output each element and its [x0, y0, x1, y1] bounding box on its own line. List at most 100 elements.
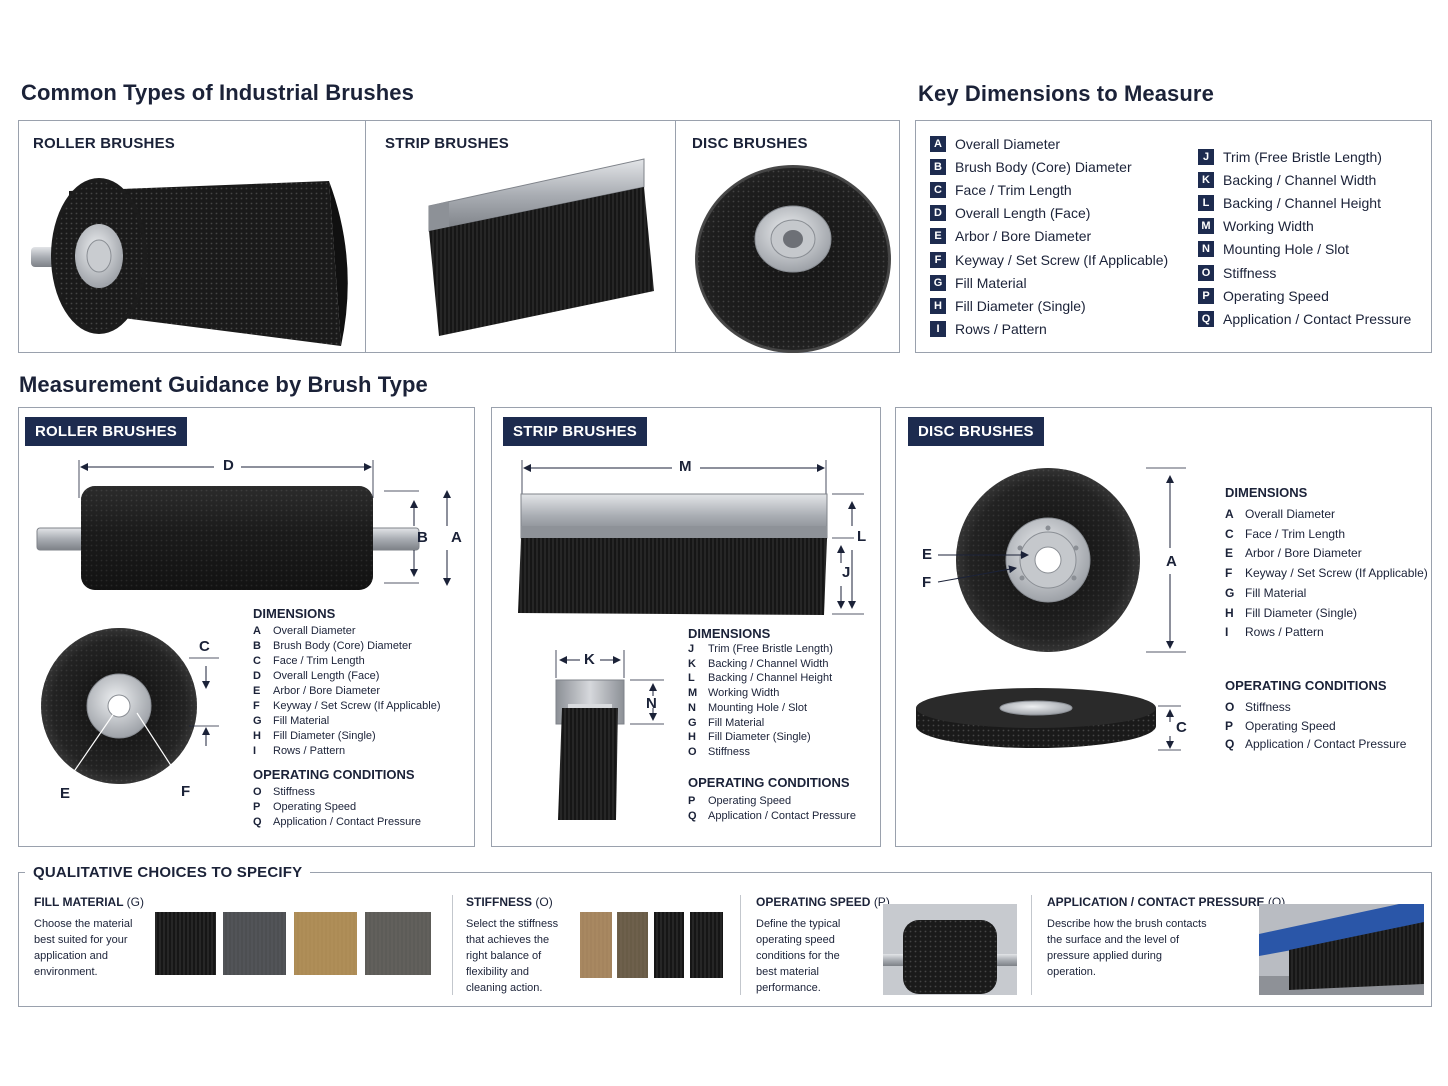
disc-dims-title: DIMENSIONS — [1225, 485, 1308, 500]
letter-badge: C — [930, 182, 946, 199]
key-dimensions-heading: Key Dimensions to Measure — [918, 81, 1214, 106]
key-dimension-label: Backing / Channel Width — [1223, 172, 1377, 189]
dimension-letter: E — [253, 685, 261, 697]
roller-label-d: D — [223, 457, 234, 474]
key-dimension-label: Working Width — [1223, 218, 1314, 235]
dimension-label: Face / Trim Length — [1245, 526, 1346, 541]
dimension-letter: F — [1225, 566, 1233, 581]
dimension-letter: O — [253, 786, 262, 798]
disc-label-c: C — [1176, 719, 1187, 736]
divider — [675, 121, 676, 352]
dimension-letter: O — [1225, 700, 1235, 714]
letter-badge: M — [1198, 218, 1214, 235]
fill-material-samples — [155, 912, 431, 975]
disc-diagram — [916, 467, 1186, 751]
disc-type-caption: DISC BRUSHES — [692, 135, 808, 152]
dimension-letter: L — [688, 672, 695, 685]
dimension-letter: G — [1225, 585, 1235, 600]
roller-diagram — [36, 460, 451, 787]
dimension-letter: I — [1225, 625, 1229, 640]
letter-badge: E — [930, 228, 946, 245]
dimension-label: Working Width — [708, 687, 780, 700]
dimension-letter: H — [253, 730, 261, 742]
stiffness-samples — [580, 912, 723, 978]
strip-guidance-panel: STRIP BRUSHES M L J K N — [491, 407, 881, 847]
dimension-label: Rows / Pattern — [1245, 625, 1324, 640]
dimension-letter: Q — [688, 810, 697, 822]
dimension-letter: A — [1225, 507, 1234, 521]
key-dimension-label: Arbor / Bore Diameter — [955, 228, 1092, 245]
dimension-label: Face / Trim Length — [273, 655, 365, 667]
dimension-label: Fill Diameter (Single) — [273, 730, 376, 742]
dimension-label: Application / Contact Pressure — [708, 810, 856, 822]
dimension-label: Mounting Hole / Slot — [708, 701, 808, 714]
strip-dims-title: DIMENSIONS — [688, 626, 771, 641]
strip-type-caption: STRIP BRUSHES — [385, 135, 510, 152]
dimension-item: K Backing / Channel Width — [688, 658, 828, 670]
letter-badge: H — [930, 297, 946, 314]
dimension-letter: H — [1225, 605, 1234, 620]
types-heading: Common Types of Industrial Brushes — [21, 80, 414, 105]
letter-badge: D — [930, 205, 946, 222]
dimension-item: Q Application / Contact Pressure — [688, 810, 856, 822]
dimension-label: Stiffness — [273, 786, 315, 798]
dimension-label: Overall Length (Face) — [273, 670, 380, 682]
dimension-letter: G — [253, 715, 262, 727]
dimension-letter: K — [688, 657, 696, 670]
dimension-letter: Q — [253, 816, 262, 828]
letter-badge: N — [1198, 241, 1214, 258]
dimension-label: Backing / Channel Width — [708, 657, 829, 670]
strip-label-m: M — [679, 458, 692, 475]
dimension-letter: M — [688, 687, 698, 700]
roller-dims-title: DIMENSIONS — [253, 606, 336, 621]
letter-badge: K — [1198, 172, 1214, 189]
pressure-title: APPLICATION / CONTACT PRESSURE (Q) — [1047, 895, 1286, 909]
letter-badge: P — [1198, 287, 1214, 304]
dimension-letter: P — [253, 801, 261, 813]
strip-brush-image — [428, 158, 654, 336]
dimension-label: Keyway / Set Screw (If Applicable) — [273, 700, 441, 712]
disc-label-a: A — [1166, 553, 1177, 570]
qualitative-heading: QUALITATIVE CHOICES TO SPECIFY — [25, 864, 311, 881]
disc-label-e: E — [922, 546, 933, 563]
stiffness-title: STIFFNESS (O) — [466, 895, 553, 909]
dimension-letter: I — [253, 745, 257, 757]
letter-badge: A — [930, 136, 946, 152]
roller-brush-image — [31, 178, 348, 346]
dimension-letter: C — [1225, 526, 1234, 541]
letter-badge: O — [1198, 264, 1214, 281]
brush-types-panel: ROLLER BRUSHES STRIP BRUSHES DISC BRUSHE… — [18, 120, 900, 353]
dimension-item: I Rows / Pattern — [1225, 625, 1324, 639]
key-dimension-label: Stiffness — [1223, 264, 1277, 281]
dimension-label: Operating Speed — [1245, 718, 1336, 733]
roller-type-caption: ROLLER BRUSHES — [33, 135, 175, 152]
key-dimension-label: Trim (Free Bristle Length) — [1223, 149, 1382, 165]
dimension-item: M Working Width — [688, 687, 779, 699]
dimension-letter: J — [688, 643, 695, 655]
strip-label-j: J — [842, 564, 851, 581]
divider — [740, 895, 741, 995]
dimension-letter: A — [253, 625, 261, 637]
roller-label-c: C — [199, 638, 210, 655]
letter-badge: I — [930, 320, 946, 337]
dimension-label: Brush Body (Core) Diameter — [273, 640, 412, 652]
dimension-label: Backing / Channel Height — [708, 672, 833, 685]
